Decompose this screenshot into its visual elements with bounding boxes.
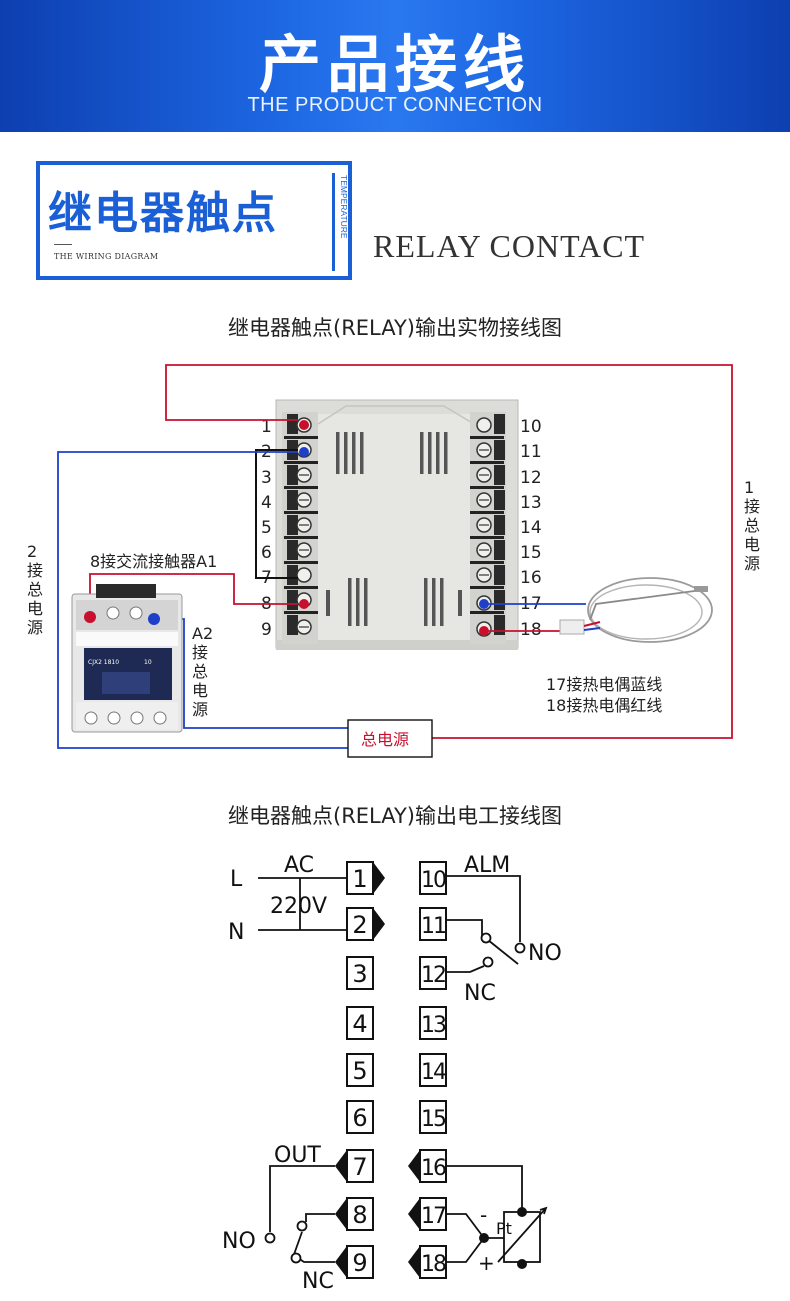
physical-right-terminal-numbers: 10 11 12 13 14 15 16 17 18 bbox=[520, 417, 542, 640]
pt-node-top bbox=[517, 1207, 527, 1217]
terminal-18: 18 bbox=[520, 620, 542, 640]
terminal-5: 5 bbox=[261, 518, 272, 538]
temperature-vertical-label: TEMPERATURE bbox=[339, 175, 349, 239]
page-subtitle: THE PRODUCT CONNECTION bbox=[247, 94, 543, 116]
terminal-15: 15 bbox=[520, 543, 542, 563]
main-power-label: 总电源 bbox=[361, 730, 409, 749]
contactor-model: CJX2 1810 bbox=[88, 659, 119, 666]
contactor-number: 10 bbox=[144, 659, 152, 666]
sch-terminal-8: 8 bbox=[352, 1201, 367, 1229]
sch-terminal-5: 5 bbox=[352, 1057, 367, 1085]
sch-terminal-1: 1 bbox=[352, 865, 367, 893]
terminal-12: 12 bbox=[520, 468, 542, 488]
label-out-NC: NC bbox=[302, 1269, 334, 1294]
label-OUT: OUT bbox=[274, 1143, 321, 1168]
schematic-right-numbers: 10 11 12 13 14 15 16 17 18 bbox=[421, 868, 448, 1277]
schematic-left-numbers: 1 2 3 4 5 6 7 8 9 bbox=[352, 865, 367, 1277]
terminal-10: 10 bbox=[520, 417, 542, 437]
label-AC: AC bbox=[284, 853, 314, 878]
terminal-16: 16 bbox=[520, 568, 542, 588]
label-ALM: ALM bbox=[464, 853, 510, 878]
label-220V: 220V bbox=[270, 894, 327, 919]
thermo-red-label: 18接热电偶红线 bbox=[546, 696, 662, 715]
sch-terminal-7: 7 bbox=[352, 1153, 367, 1181]
label-alarm-NC: NC bbox=[464, 981, 496, 1006]
terminal-9: 9 bbox=[261, 620, 272, 640]
wiring-diagram-label: THE WIRING DIAGRAM bbox=[54, 252, 159, 261]
label-divider bbox=[54, 244, 72, 245]
alarm-contacts bbox=[480, 932, 526, 968]
page-title: 产品接线 bbox=[258, 28, 531, 101]
sch-terminal-4: 4 bbox=[352, 1010, 367, 1038]
output-relay-wiring bbox=[269, 1165, 335, 1263]
terminal-1: 1 bbox=[261, 417, 272, 437]
output-contacts bbox=[264, 1220, 308, 1264]
pt-node-bottom bbox=[517, 1259, 527, 1269]
sch-terminal-14: 14 bbox=[421, 1060, 446, 1085]
sch-terminal-11: 11 bbox=[421, 914, 445, 939]
left-power-label: 2接总电源 bbox=[27, 542, 44, 637]
sch-terminal-9: 9 bbox=[352, 1249, 367, 1277]
schematic-right-boxes bbox=[419, 861, 447, 1279]
contactor-a1-label: 8接交流接触器A1 bbox=[90, 552, 217, 571]
a2-label: A2接总电源 bbox=[192, 624, 214, 719]
sch-terminal-12: 12 bbox=[421, 963, 445, 988]
power-wiring bbox=[258, 877, 347, 931]
physical-wiring-diagram: 1 2 3 4 5 6 7 8 9 10 11 12 13 14 15 16 1… bbox=[57, 364, 733, 758]
section-title-en: RELAY CONTACT bbox=[373, 228, 646, 264]
terminal-4: 4 bbox=[261, 493, 272, 513]
sch-terminal-2: 2 bbox=[352, 911, 367, 939]
terminal-13: 13 bbox=[520, 493, 542, 513]
wire-dots bbox=[299, 420, 489, 636]
alarm-relay-wiring bbox=[446, 875, 521, 973]
right-power-label: 1接总电源 bbox=[744, 478, 761, 573]
label-L: L bbox=[230, 867, 243, 892]
label-vertical-bar bbox=[332, 173, 335, 271]
thermo-blue-label: 17接热电偶蓝线 bbox=[546, 675, 662, 694]
pt-sensor-wiring bbox=[446, 1165, 548, 1268]
section-title-cn: 继电器触点 bbox=[48, 188, 278, 239]
label-out-NO: NO bbox=[222, 1229, 256, 1254]
label-plus: + bbox=[478, 1251, 495, 1275]
sch-terminal-10: 10 bbox=[421, 868, 446, 893]
label-N: N bbox=[228, 920, 244, 945]
jumper-2-7 bbox=[255, 449, 298, 579]
sch-terminal-17: 17 bbox=[421, 1204, 446, 1229]
terminal-3: 3 bbox=[261, 468, 272, 488]
physical-caption: 继电器触点(RELAY)输出实物接线图 bbox=[228, 316, 562, 340]
sch-terminal-3: 3 bbox=[352, 960, 367, 988]
terminal-14: 14 bbox=[520, 518, 542, 538]
sch-terminal-6: 6 bbox=[352, 1104, 367, 1132]
label-minus: - bbox=[480, 1203, 487, 1227]
sch-terminal-18: 18 bbox=[421, 1252, 446, 1277]
label-alarm-NO: NO bbox=[528, 941, 562, 966]
terminal-11: 11 bbox=[520, 442, 542, 462]
terminal-6: 6 bbox=[261, 543, 272, 563]
pt-node-left bbox=[479, 1233, 489, 1243]
label-Pt: Pt bbox=[496, 1219, 512, 1238]
main-power-box bbox=[347, 719, 433, 758]
electrical-schematic: 1 2 3 4 5 6 7 8 9 10 11 12 13 14 15 16 1… bbox=[222, 853, 562, 1294]
sch-terminal-15: 15 bbox=[421, 1107, 446, 1132]
electrical-caption: 继电器触点(RELAY)输出电工接线图 bbox=[228, 804, 562, 828]
sch-terminal-16: 16 bbox=[421, 1156, 446, 1181]
sch-terminal-13: 13 bbox=[421, 1013, 446, 1038]
thermocouple-probe bbox=[559, 577, 713, 643]
section-label-box: 继电器触点 THE WIRING DIAGRAM TEMPERATURE bbox=[36, 161, 352, 280]
contactor-image: CJX2 1810 10 bbox=[71, 584, 183, 733]
header-banner: 产品接线 THE PRODUCT CONNECTION bbox=[0, 0, 790, 132]
